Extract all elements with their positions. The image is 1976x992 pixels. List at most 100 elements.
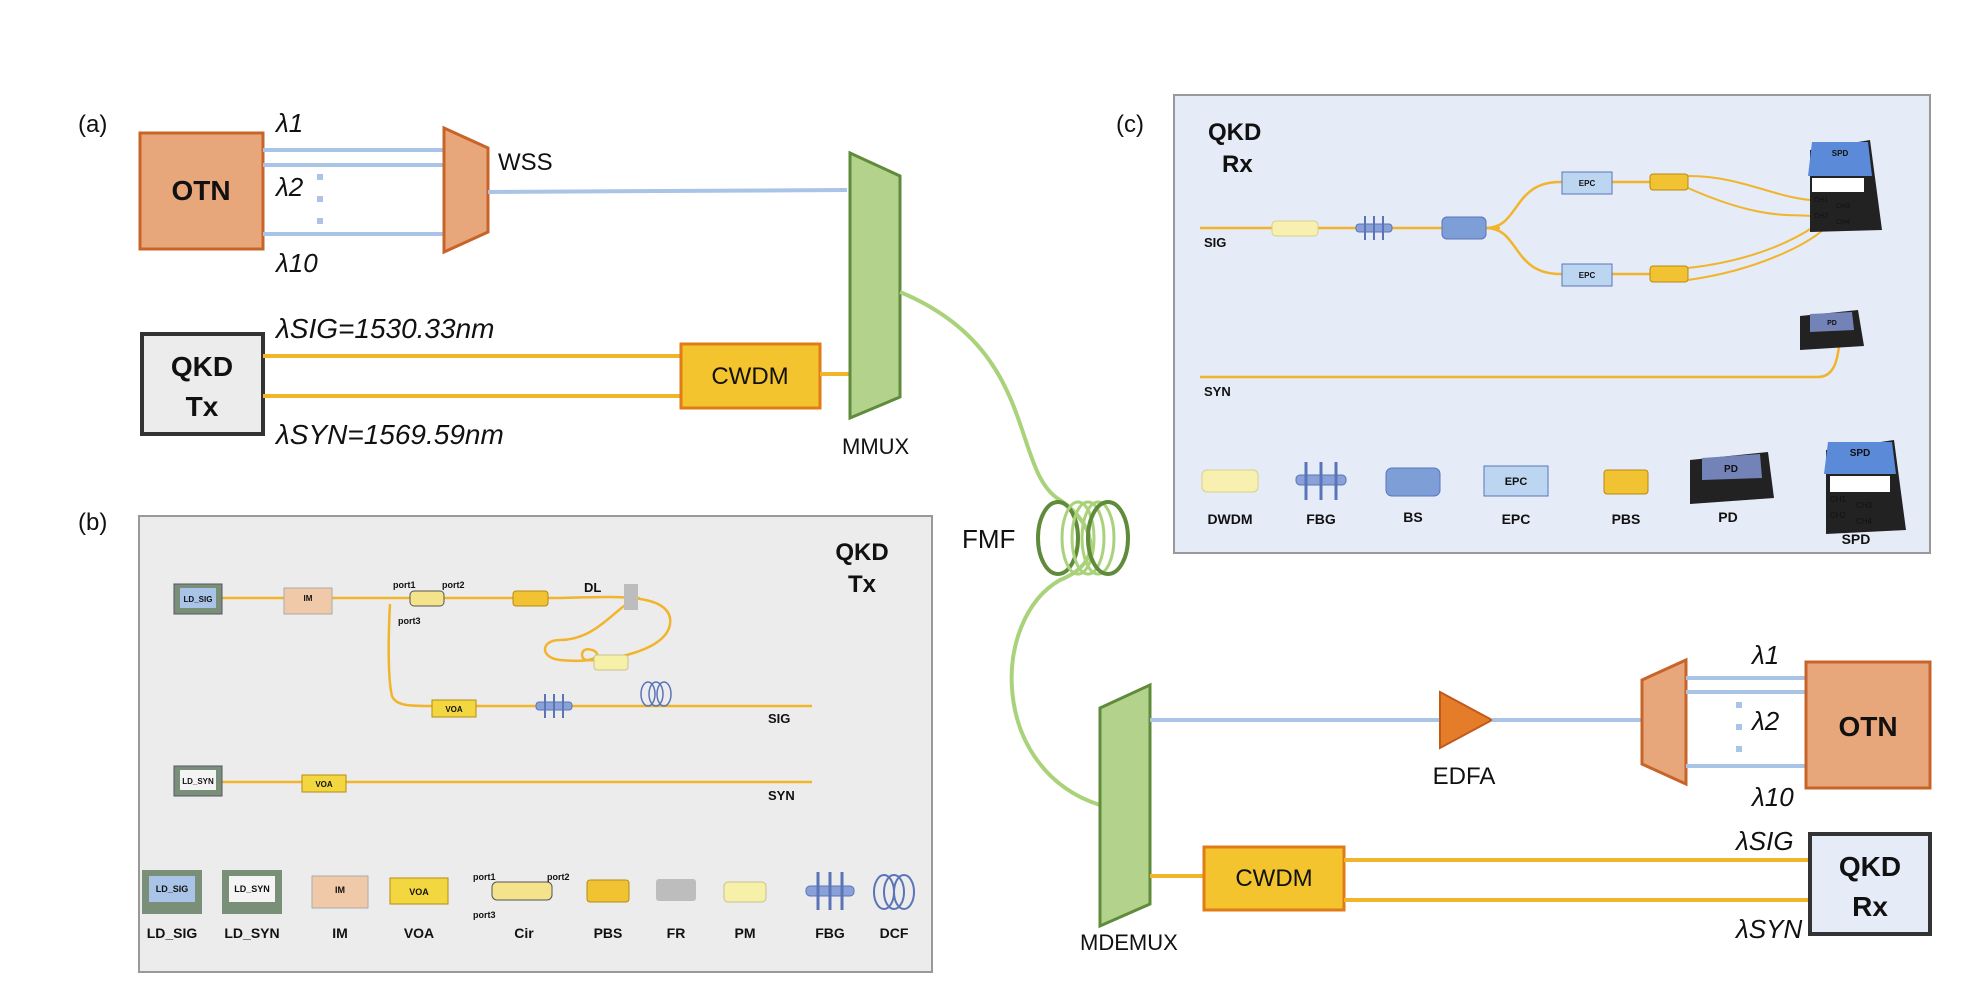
c-syn-label: SYN (1204, 384, 1231, 399)
b-legend-labels: LD_SIG LD_SYN IM VOA Cir PBS FR PM FBG D… (147, 925, 909, 941)
b-pm-icon (593, 654, 629, 671)
mdemux-label: MDEMUX (1080, 930, 1178, 955)
svg-text:IM: IM (335, 885, 345, 895)
b-pbs-icon (512, 590, 549, 607)
svg-text:IM: IM (332, 925, 348, 941)
dl-label: DL (584, 580, 601, 595)
c-sig-label: SIG (1204, 235, 1226, 250)
rx-dot (1736, 724, 1742, 730)
tx-lambda-2-label: λ2 (274, 172, 304, 202)
svg-text:CH3: CH3 (1856, 501, 1873, 510)
tx-lambda-1-label: λ1 (274, 108, 303, 138)
svg-text:port3: port3 (398, 616, 421, 626)
b-syn-label: SYN (768, 788, 795, 803)
svg-text:BS: BS (1403, 509, 1422, 525)
c-bs-outputs (1485, 180, 1650, 276)
panel-b-label: (b) (78, 509, 107, 536)
svg-text:EPC: EPC (1505, 476, 1528, 488)
svg-text:SPD: SPD (1850, 448, 1871, 459)
c-bs-icon (1441, 216, 1487, 240)
mmux-label: MMUX (842, 434, 910, 459)
fmf-coil-icon (1036, 500, 1130, 576)
tx-lambda-sig-label: λSIG=1530.33nm (274, 313, 494, 344)
otn-rx-label: OTN (1838, 711, 1897, 742)
circulator-icon: port1 port2 port3 (393, 580, 465, 626)
tx-cwdm-label: CWDM (711, 363, 788, 390)
svg-text:CH3: CH3 (1836, 203, 1850, 210)
tx-lambda-10-label: λ10 (274, 248, 318, 278)
svg-text:VOA: VOA (445, 705, 463, 714)
edfa-label: EDFA (1433, 763, 1496, 790)
svg-text:FBG: FBG (815, 925, 845, 941)
c-dwdm-icon (1271, 220, 1319, 237)
panel-a-label: (a) (78, 111, 107, 138)
c-epc-top-icon: EPC (1561, 171, 1613, 195)
rx-lambda-10-label: λ10 (1750, 782, 1794, 812)
otn-rx-box (1804, 660, 1932, 790)
rx-lambda-1-label: λ1 (1750, 640, 1779, 670)
c-legend-labels: DWDM FBG BS EPC PBS PD SPD (1207, 509, 1870, 547)
qkd-tx-label-2: Tx (186, 391, 219, 422)
panel-a: (a) OTN λ1 λ2 λ10 WSS QKD Tx λSIG=1530.3… (78, 108, 1130, 807)
c-pbs-bottom-icon (1649, 265, 1689, 283)
svg-text:CH2: CH2 (1830, 511, 1847, 520)
fr-icon (624, 584, 638, 610)
qkd-tx-box (140, 332, 265, 436)
b-voa-syn-icon: VOA (301, 774, 347, 793)
mmux-icon (848, 150, 902, 421)
b-sig-output-fiber (387, 603, 812, 708)
b-fbg-icon (535, 694, 573, 718)
panel-c: (c) QKD Rx SIG SYN EPC EPC (1116, 94, 1931, 554)
panel-b: (b) QKD Tx LD_SIG IM port1 port2 port3 D… (78, 509, 933, 973)
rx-lambda-2-label: λ2 (1750, 706, 1780, 736)
svg-text:VOA: VOA (404, 925, 434, 941)
svg-text:port1: port1 (473, 872, 496, 882)
svg-text:LD_SIG: LD_SIG (156, 884, 189, 894)
tx-dot (317, 218, 323, 224)
c-pbs-top-icon (1649, 173, 1689, 191)
svg-text:CH1: CH1 (1814, 197, 1828, 204)
svg-text:port3: port3 (473, 910, 496, 920)
panel-c-title-1: QKD (1208, 119, 1261, 146)
rx-lambda-sig-label: λSIG (1734, 826, 1794, 856)
rx-demux-icon (1640, 657, 1688, 787)
c-spd-icon: SPD CH1 CH3 CH2 CH4 (1808, 140, 1882, 232)
svg-text:CH1: CH1 (1830, 495, 1847, 504)
svg-text:port2: port2 (547, 872, 570, 882)
ld-syn-icon: LD_SYN (173, 765, 223, 797)
otn-tx-box (138, 131, 265, 251)
svg-text:FR: FR (667, 925, 686, 941)
svg-text:SPD: SPD (1842, 531, 1871, 547)
wss-label: WSS (498, 149, 553, 176)
rx-dot (1736, 702, 1742, 708)
svg-text:PBS: PBS (1612, 511, 1641, 527)
tx-dot (317, 196, 323, 202)
svg-text:DCF: DCF (880, 925, 909, 941)
tx-dot (317, 174, 323, 180)
tx-cwdm-box (679, 342, 822, 410)
im-icon: IM (283, 587, 333, 615)
svg-text:PD: PD (1718, 509, 1737, 525)
b-sig-label: SIG (768, 711, 790, 726)
b-voa-icon: VOA (431, 699, 477, 718)
c-pd-icon: PD (1800, 310, 1864, 350)
rx-lambda-syn-label: λSYN (1734, 914, 1802, 944)
b-delay-loop (543, 595, 672, 663)
svg-text:EPC: EPC (1579, 179, 1596, 188)
tx-lambda-syn-label: λSYN=1569.59nm (274, 419, 504, 450)
edfa-icon (1439, 690, 1495, 750)
mdemux-icon (1098, 682, 1152, 929)
rx-cwdm-box (1202, 845, 1346, 912)
receiver-side: MDEMUX EDFA λ1 λ2 λ10 OTN CWDM λSIG λSYN… (1080, 640, 1932, 955)
svg-text:PD: PD (1827, 320, 1837, 327)
svg-text:port2: port2 (442, 580, 465, 590)
qkd-rx-label-2: Rx (1852, 891, 1888, 922)
fmf-label: FMF (962, 524, 1015, 554)
svg-text:EPC: EPC (1579, 271, 1596, 280)
panel-c-label: (c) (1116, 111, 1144, 138)
svg-text:LD_SYN: LD_SYN (182, 777, 214, 786)
qkd-rx-box (1808, 832, 1932, 936)
rx-dot (1736, 746, 1742, 752)
svg-text:port1: port1 (393, 580, 416, 590)
svg-text:EPC: EPC (1502, 511, 1531, 527)
